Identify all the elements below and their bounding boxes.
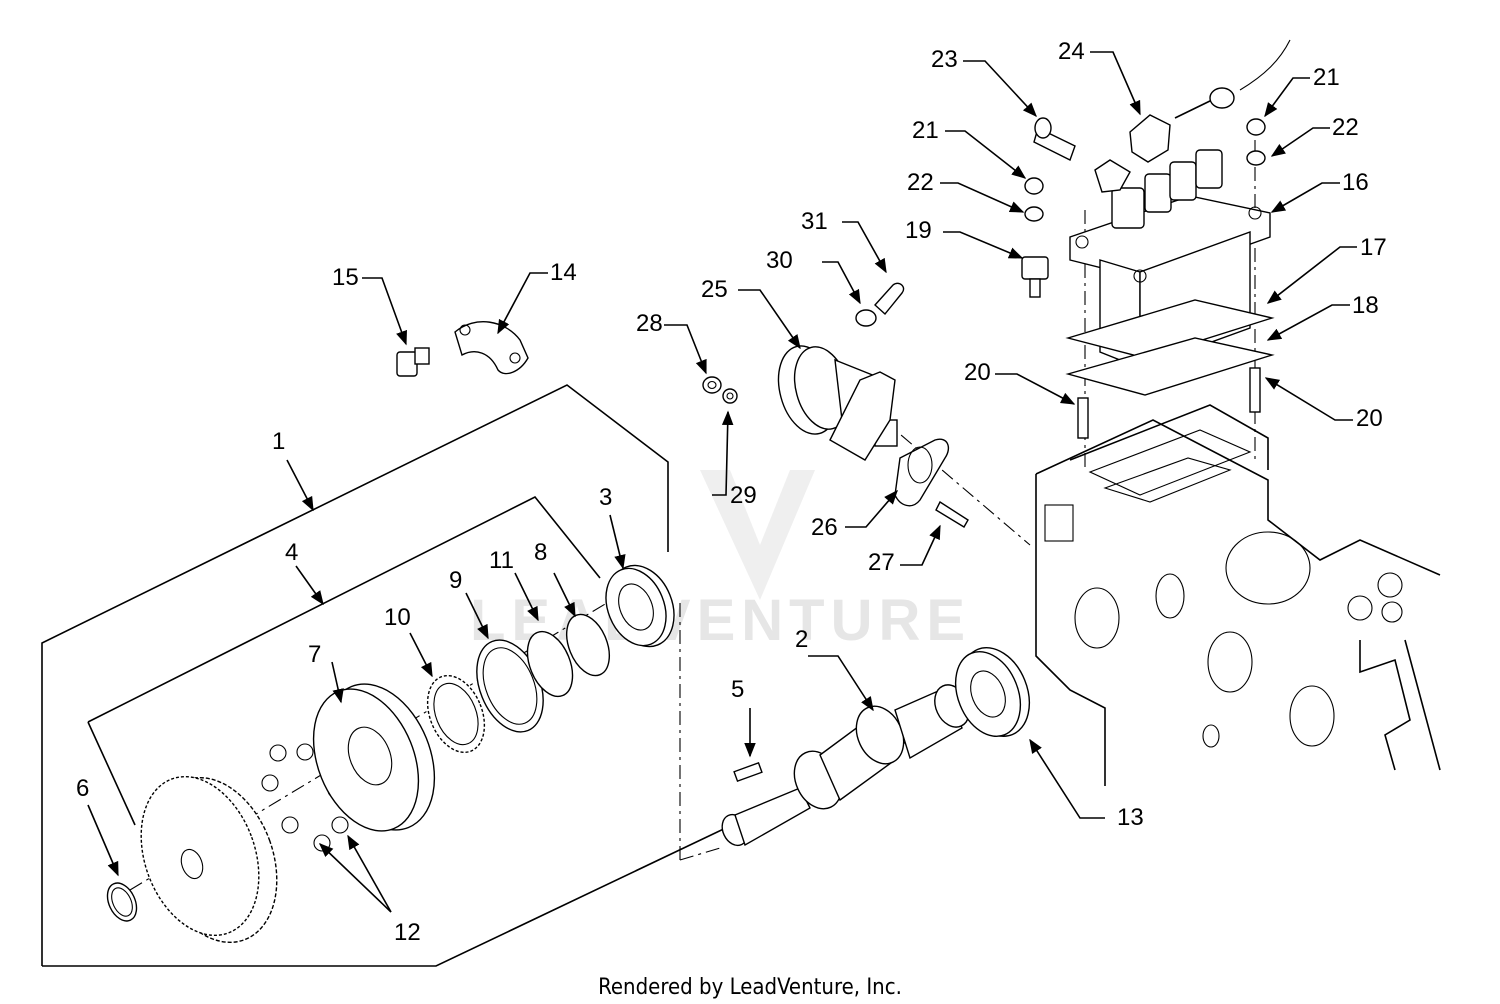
callout-21-right: 21 [1313, 64, 1340, 91]
washer-part-22-right [1246, 150, 1266, 166]
callout-23: 23 [931, 46, 958, 73]
callout-21-left: 21 [912, 117, 939, 144]
fitting-part-23 [1033, 117, 1076, 161]
watermark: LEADVENTURE [470, 470, 965, 653]
callout-8: 8 [534, 539, 547, 566]
group-bracket-4 [87, 495, 601, 826]
callout-labels: 1 2 3 4 5 6 7 8 9 10 11 12 13 14 15 16 1… [76, 38, 1387, 946]
callout-14: 14 [550, 259, 577, 286]
callout-7: 7 [308, 641, 321, 668]
callout-17: 17 [1360, 234, 1387, 261]
callout-3: 3 [599, 484, 612, 511]
bearing-part-13 [954, 646, 1031, 738]
callout-16: 16 [1342, 169, 1369, 196]
leader-lines [87, 51, 1357, 913]
gasket-part-18 [1065, 337, 1275, 396]
snap-ring-part-6 [106, 882, 138, 922]
gear-part [140, 775, 278, 944]
callout-25: 25 [701, 276, 728, 303]
callout-24: 24 [1058, 38, 1085, 65]
callout-26: 26 [811, 514, 838, 541]
stud-part-20-left [1077, 397, 1089, 439]
callout-9: 9 [449, 567, 462, 594]
camshaft-part-2 [721, 684, 970, 847]
nut-part-28 [702, 376, 722, 394]
callout-13: 13 [1117, 804, 1144, 831]
engine-block [1035, 404, 1441, 786]
callout-15: 15 [332, 264, 359, 291]
callout-22-right: 22 [1332, 114, 1359, 141]
gasket-part-26 [894, 438, 950, 507]
callout-27: 27 [868, 549, 895, 576]
hose-part-31 [874, 282, 905, 316]
callout-10: 10 [384, 604, 411, 631]
nut-part-24 [1094, 114, 1171, 193]
callout-31: 31 [801, 208, 828, 235]
stud-part-27 [935, 500, 969, 528]
callout-6: 6 [76, 775, 89, 802]
gasket-part-17 [1065, 299, 1275, 359]
washer-part-22-left [1024, 206, 1044, 222]
needle-bearing-part-10 [426, 674, 486, 754]
stud-part-20-right [1249, 367, 1261, 413]
callout-28: 28 [636, 310, 663, 337]
bolt-part-15 [396, 347, 430, 377]
nut-part-21-left [1024, 177, 1044, 195]
callout-12: 12 [394, 919, 421, 946]
callout-1: 1 [272, 428, 285, 455]
callout-29: 29 [730, 482, 757, 509]
callout-22-left: 22 [907, 169, 934, 196]
callout-2: 2 [795, 626, 808, 653]
bolt-part-19 [1021, 256, 1049, 298]
bearing-part-3 [605, 564, 675, 648]
clamp-part-30 [855, 309, 877, 327]
callout-19: 19 [905, 217, 932, 244]
fuel-line-part [1174, 39, 1291, 119]
callout-18: 18 [1352, 292, 1379, 319]
callout-30: 30 [766, 247, 793, 274]
nut-part-21-right [1246, 118, 1266, 136]
rings-part-11-8 [526, 613, 611, 698]
washer-part-29 [722, 388, 738, 404]
callout-20-left: 20 [964, 359, 991, 386]
callout-11: 11 [489, 547, 514, 574]
plate-part-7 [312, 683, 436, 832]
footer-credit: Rendered by LeadVenture, Inc. [598, 975, 902, 1000]
callout-20-right: 20 [1356, 405, 1383, 432]
bracket-part-14 [454, 321, 529, 375]
pump-part-25 [777, 345, 898, 461]
axis-line-shaft [679, 847, 721, 861]
callout-5: 5 [731, 676, 744, 703]
callout-4: 4 [285, 539, 298, 566]
